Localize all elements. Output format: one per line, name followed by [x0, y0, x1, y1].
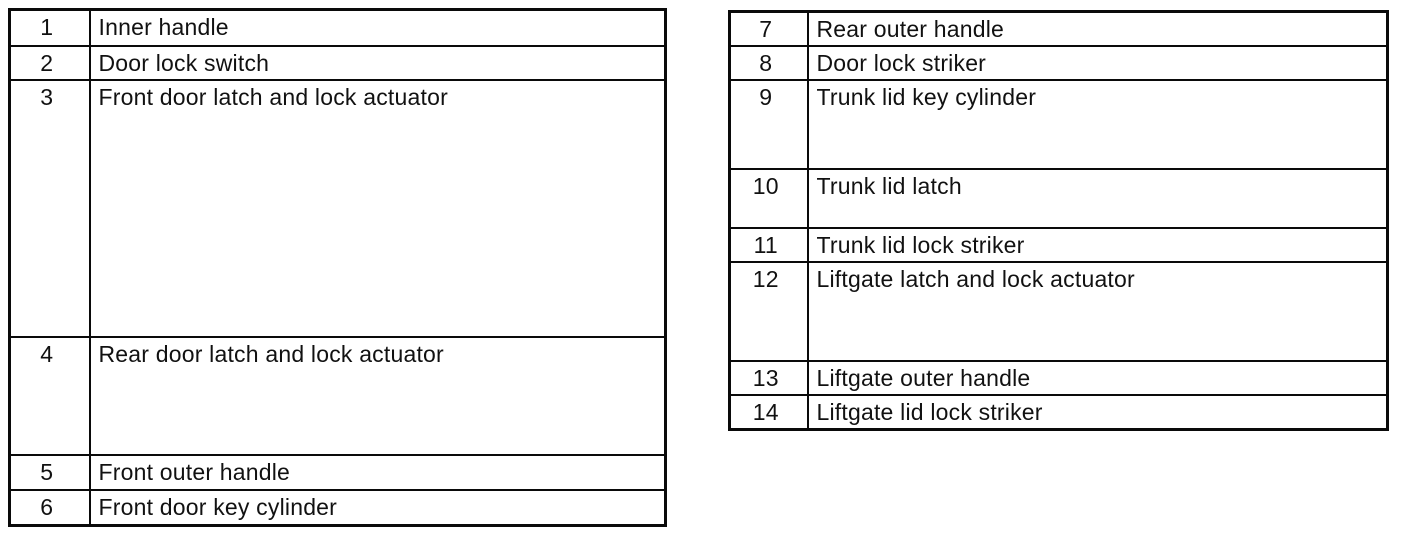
- item-label: Liftgate outer handle: [806, 360, 1389, 396]
- item-label: Rear door latch and lock actuator: [88, 335, 667, 456]
- item-number: 1: [8, 8, 91, 47]
- item-label: Trunk lid latch: [806, 168, 1389, 229]
- item-number: 13: [728, 360, 809, 396]
- table-row: 3 Front door latch and lock actuator: [8, 78, 667, 338]
- table-row: 4 Rear door latch and lock actuator: [8, 335, 667, 456]
- table-row: 14 Liftgate lid lock striker: [728, 394, 1389, 431]
- item-number: 6: [8, 488, 91, 527]
- item-number: 2: [8, 44, 91, 81]
- item-label: Inner handle: [88, 8, 667, 47]
- item-number: 12: [728, 261, 809, 362]
- table-row: 10 Trunk lid latch: [728, 168, 1389, 229]
- legend-table-left: 1 Inner handle 2 Door lock switch 3 Fron…: [8, 8, 667, 527]
- item-number: 5: [8, 453, 91, 491]
- table-row: 5 Front outer handle: [8, 453, 667, 491]
- item-number: 10: [728, 168, 809, 229]
- table-row: 6 Front door key cylinder: [8, 488, 667, 527]
- item-label: Front outer handle: [88, 453, 667, 491]
- table-row: 7 Rear outer handle: [728, 10, 1389, 47]
- item-number: 7: [728, 10, 809, 47]
- table-row: 12 Liftgate latch and lock actuator: [728, 261, 1389, 362]
- item-number: 11: [728, 227, 809, 263]
- item-label: Trunk lid key cylinder: [806, 79, 1389, 170]
- item-label: Trunk lid lock striker: [806, 227, 1389, 263]
- item-number: 3: [8, 78, 91, 338]
- table-row: 9 Trunk lid key cylinder: [728, 79, 1389, 170]
- table-row: 11 Trunk lid lock striker: [728, 227, 1389, 263]
- item-number: 9: [728, 79, 809, 170]
- item-label: Door lock striker: [806, 45, 1389, 81]
- legend-table-right: 7 Rear outer handle 8 Door lock striker …: [728, 10, 1389, 431]
- table-row: 1 Inner handle: [8, 8, 667, 47]
- item-label: Liftgate latch and lock actuator: [806, 261, 1389, 362]
- item-label: Liftgate lid lock striker: [806, 394, 1389, 431]
- item-number: 8: [728, 45, 809, 81]
- item-label: Rear outer handle: [806, 10, 1389, 47]
- item-number: 4: [8, 335, 91, 456]
- table-row: 8 Door lock striker: [728, 45, 1389, 81]
- item-label: Door lock switch: [88, 44, 667, 81]
- item-label: Front door key cylinder: [88, 488, 667, 527]
- table-row: 13 Liftgate outer handle: [728, 360, 1389, 396]
- item-label: Front door latch and lock actuator: [88, 78, 667, 338]
- item-number: 14: [728, 394, 809, 431]
- table-row: 2 Door lock switch: [8, 44, 667, 81]
